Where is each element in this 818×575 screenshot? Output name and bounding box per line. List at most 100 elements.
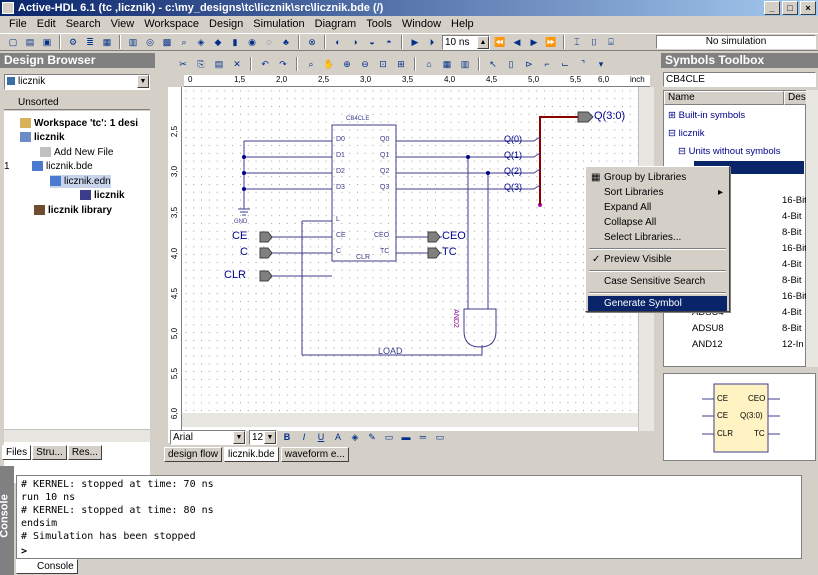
menu-diagram[interactable]: Diagram — [314, 18, 357, 30]
tree-workspace[interactable]: Workspace 'tc': 1 desi — [20, 117, 138, 130]
find-icon[interactable]: ⌕ — [181, 36, 187, 47]
prev-icon[interactable]: ◀ — [513, 36, 521, 47]
tree-edn-file[interactable]: licznik.edn — [50, 175, 111, 188]
menu-window[interactable]: Window — [401, 18, 442, 30]
canvas-hscroll[interactable] — [182, 413, 638, 427]
q-bus-port[interactable] — [577, 111, 594, 123]
menu-view[interactable]: View — [110, 18, 135, 30]
next-icon[interactable]: ▶ — [530, 36, 538, 47]
toggle-icon[interactable]: ⌷ — [591, 36, 597, 47]
net-icon[interactable]: ⌝ — [580, 58, 586, 69]
library-select[interactable]: licznik▼ — [4, 74, 150, 90]
col-desc[interactable]: Desc — [784, 91, 811, 105]
library-icon[interactable]: ▦ — [102, 36, 112, 47]
group-builtin[interactable]: ⊞ Built-in symbols — [668, 110, 746, 121]
ce-port[interactable] — [259, 231, 273, 243]
grid-icon[interactable]: ▦ — [442, 58, 452, 69]
fsm-icon[interactable]: ◎ — [146, 36, 154, 47]
tab-design-flow[interactable]: design flow — [164, 447, 223, 462]
library-manager-icon[interactable]: ▮ — [232, 36, 238, 47]
db-hscroll[interactable] — [4, 429, 150, 442]
zoom-area-icon[interactable]: ⊞ — [397, 58, 405, 69]
port-icon[interactable]: ⊳ — [525, 58, 533, 69]
symbol-list-scroll[interactable] — [806, 90, 818, 367]
menu-tools[interactable]: Tools — [366, 18, 392, 30]
wire-icon[interactable]: ⌐ — [544, 59, 550, 69]
italic-button[interactable]: I — [302, 432, 306, 442]
hdl-icon[interactable]: ◆ — [214, 36, 222, 47]
schematic-canvas[interactable]: CB4CLE D0 D1 D2 D3 L CE C CLR Q0 Q1 Q2 Q… — [182, 87, 644, 431]
c-port[interactable] — [259, 247, 273, 259]
select-icon[interactable]: ↖ — [489, 58, 497, 69]
run-for-icon[interactable]: ⏵ — [429, 36, 435, 47]
compile-icon[interactable]: ⚙ — [68, 36, 78, 47]
tree-entity[interactable]: licznik — [80, 189, 125, 202]
col-name[interactable]: Name — [664, 91, 784, 105]
menu-edit[interactable]: Edit — [36, 18, 56, 30]
close-button[interactable]: × — [800, 1, 816, 15]
cut-icon[interactable]: ✂ — [179, 58, 187, 69]
tab-files[interactable]: Files — [2, 445, 32, 460]
paste-icon[interactable]: ▤ — [214, 58, 224, 69]
new-icon[interactable]: ▢ — [8, 36, 18, 47]
trace-icon[interactable]: ◓ — [386, 37, 392, 47]
menu-help[interactable]: Help — [451, 18, 474, 30]
menu-preview-visible[interactable]: ✓Preview Visible — [592, 254, 672, 265]
console-prompt[interactable]: > — [21, 546, 28, 557]
symbol-search-input[interactable]: CB4CLE — [663, 72, 816, 87]
pan-icon[interactable]: ✋ — [323, 58, 335, 69]
minimize-button[interactable]: _ — [764, 1, 780, 15]
stop-icon[interactable]: ⊗ — [308, 36, 316, 47]
menu-expand-all[interactable]: Expand All — [604, 202, 652, 213]
ceo-port[interactable] — [427, 231, 441, 243]
unsorted-header[interactable]: Unsorted — [4, 96, 150, 110]
fill-color-icon[interactable]: ◈ — [351, 431, 359, 442]
menu-case-sensitive[interactable]: Case Sensitive Search — [604, 276, 706, 287]
text-color-icon[interactable]: A — [334, 432, 341, 442]
hierarchy-icon[interactable]: ⌂ — [426, 59, 432, 69]
group-units[interactable]: ⊟ Units without symbols — [678, 146, 781, 157]
maximize-button[interactable]: □ — [782, 1, 798, 15]
open-icon[interactable]: ▤ — [25, 36, 35, 47]
zoom-in-icon[interactable]: ⊕ — [343, 58, 351, 69]
menu-workspace[interactable]: Workspace — [144, 18, 200, 30]
arrow-icon[interactable]: ▭ — [435, 431, 445, 442]
tree-design[interactable]: licznik — [20, 131, 65, 144]
console-output[interactable]: # KERNEL: stopped at time: 70 ns run 10 … — [16, 475, 802, 559]
tc-port[interactable] — [427, 247, 441, 259]
line-color-icon[interactable]: ✎ — [368, 431, 376, 442]
redo-icon[interactable]: ↷ — [279, 58, 287, 69]
zoom-icon[interactable]: ⌕ — [308, 58, 314, 69]
font-size-select[interactable]: 12▼ — [249, 429, 277, 445]
tab-console[interactable]: Console — [16, 559, 78, 574]
bold-button[interactable]: B — [283, 432, 291, 442]
menu-collapse-all[interactable]: Collapse All — [604, 217, 657, 228]
symbol-name[interactable]: ADSU4 — [692, 307, 724, 318]
tab-resources[interactable]: Res... — [67, 445, 102, 460]
clr-port[interactable] — [259, 270, 273, 282]
font-select[interactable]: Arial▼ — [170, 429, 246, 445]
tree-add-new-file[interactable]: Add New File — [40, 146, 113, 159]
run-icon[interactable]: ▶ — [411, 36, 419, 47]
dash-icon[interactable]: ═ — [419, 432, 427, 442]
menu-sort-libraries[interactable]: Sort Libraries▸ — [604, 187, 723, 198]
menu-design[interactable]: Design — [209, 18, 244, 30]
breakpoint-icon[interactable]: ⌶ — [574, 36, 580, 47]
bookmark-icon[interactable]: ◉ — [248, 36, 256, 47]
menu-file[interactable]: File — [9, 18, 27, 30]
menu-select-libraries[interactable]: Select Libraries... — [604, 232, 682, 243]
delete-icon[interactable]: ✕ — [233, 58, 241, 69]
counter-block[interactable] — [331, 124, 397, 262]
restart-icon[interactable]: ◑ — [352, 37, 358, 47]
tree-bde-file[interactable]: licznik.bde — [32, 160, 93, 173]
more-icon[interactable]: ▾ — [598, 58, 604, 69]
generate-icon[interactable]: ◈ — [197, 36, 205, 47]
tab-licznik-bde[interactable]: licznik.bde — [224, 447, 279, 462]
sim-time-input[interactable]: 10 ns▲ — [442, 34, 490, 50]
step-forward-icon[interactable]: ⏩ — [545, 36, 557, 47]
tree-icon[interactable]: ♣ — [283, 37, 289, 47]
step-icon[interactable]: ◒ — [369, 37, 375, 47]
menu-group-by-libraries[interactable]: ▦Group by Libraries — [591, 172, 687, 183]
zoom-out-icon[interactable]: ⊖ — [361, 58, 369, 69]
save-icon[interactable]: ▣ — [42, 36, 52, 47]
